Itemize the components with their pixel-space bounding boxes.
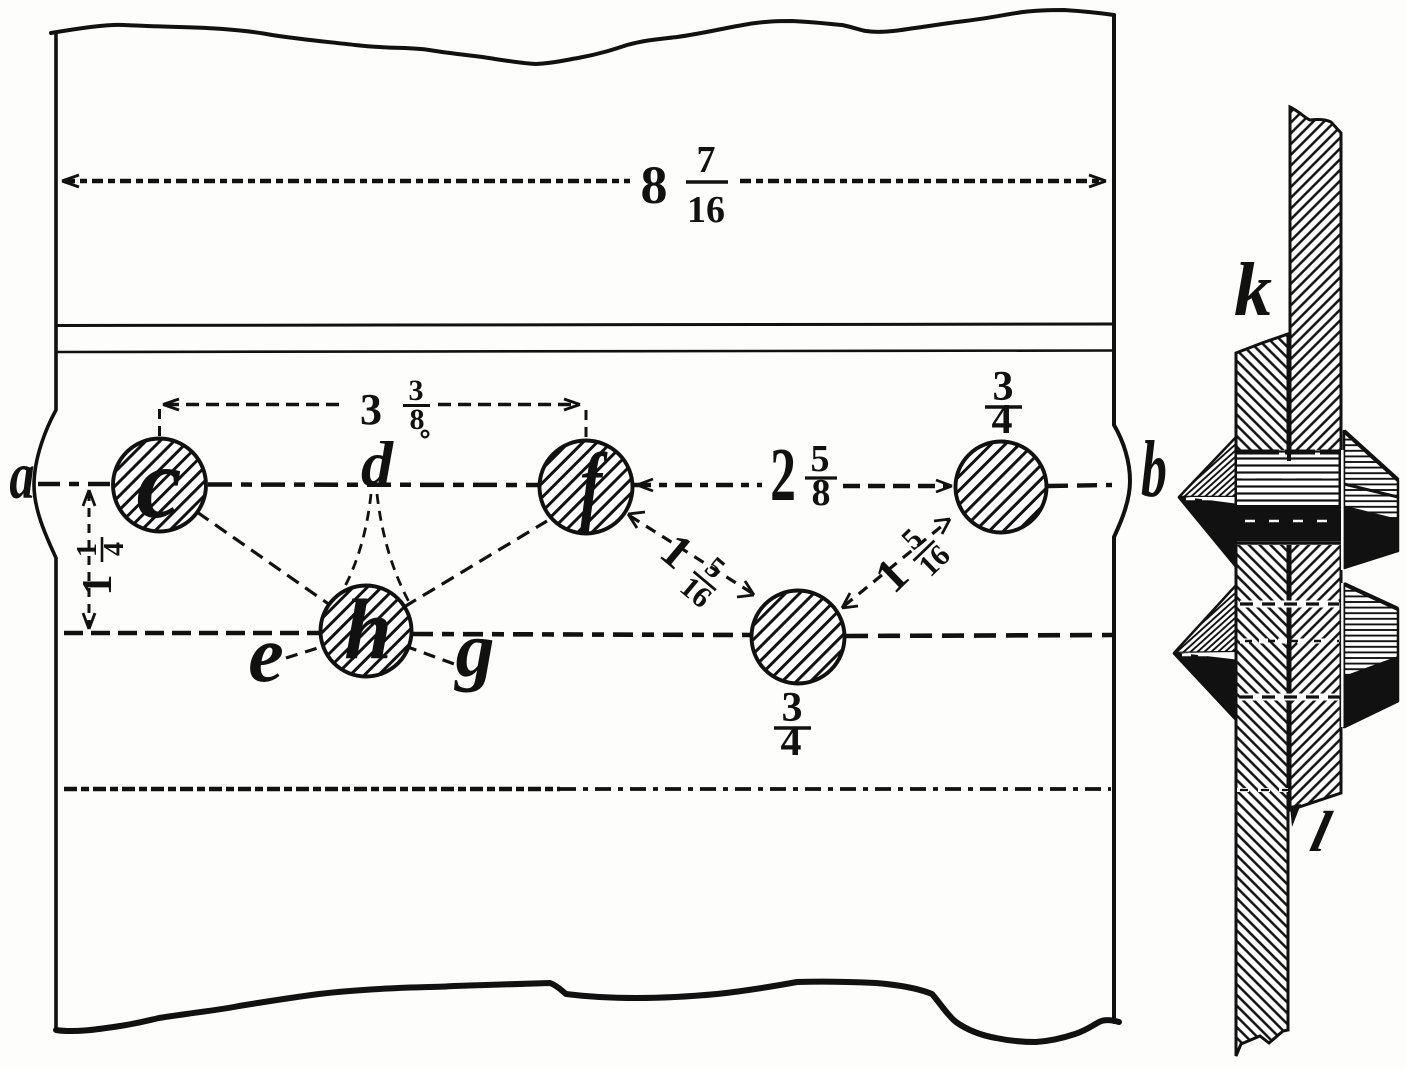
svg-text:4: 4 <box>992 397 1013 443</box>
svg-text:d: d <box>361 428 394 499</box>
svg-text:h: h <box>344 581 392 677</box>
svg-text:16: 16 <box>687 189 725 231</box>
svg-text:c: c <box>136 427 181 540</box>
svg-text:g: g <box>454 606 495 693</box>
svg-text:3: 3 <box>782 685 803 731</box>
svg-text:3: 3 <box>993 364 1014 410</box>
svg-text:3: 3 <box>409 374 424 407</box>
svg-text:7: 7 <box>697 139 716 181</box>
svg-text:a: a <box>9 438 34 513</box>
svg-text:3: 3 <box>360 385 382 434</box>
svg-text:k: k <box>1234 248 1272 332</box>
svg-text:8: 8 <box>812 472 831 514</box>
svg-text:1: 1 <box>75 575 121 596</box>
svg-text:2: 2 <box>770 433 796 517</box>
svg-text:8: 8 <box>410 403 425 436</box>
svg-text:5: 5 <box>811 438 830 480</box>
svg-text:4: 4 <box>781 719 802 765</box>
svg-text:e: e <box>248 611 284 699</box>
svg-text:b: b <box>1141 423 1167 514</box>
svg-text:1: 1 <box>72 543 103 557</box>
svg-text:4: 4 <box>99 542 130 556</box>
svg-text:8: 8 <box>641 155 668 215</box>
